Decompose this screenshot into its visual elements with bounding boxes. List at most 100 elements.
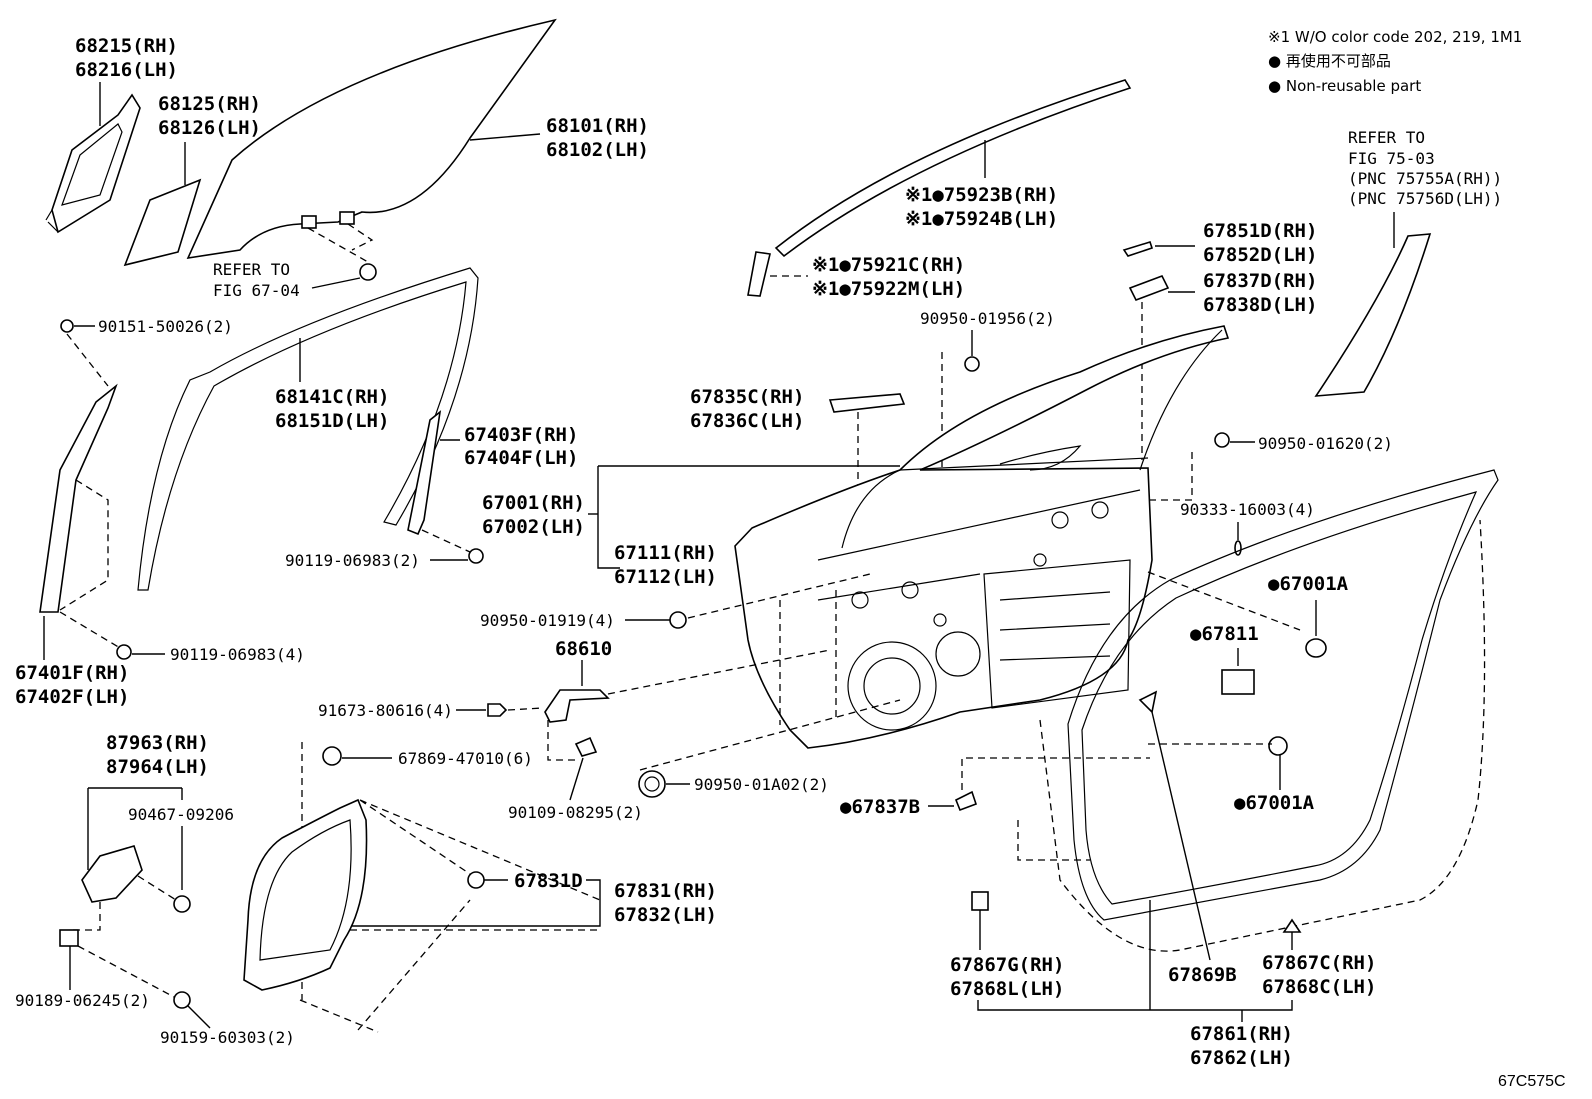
clip-icon [59, 929, 79, 947]
label-67001: 67001(RH) [482, 492, 585, 514]
label-67811: ●67811 [1190, 623, 1259, 645]
label-67401: 67401F(RH) [15, 662, 129, 684]
label-75924: ※1●75924B(LH) [905, 208, 1058, 230]
stopper-icon [1128, 274, 1170, 302]
screw-icon [173, 991, 191, 1009]
clip-icon [173, 895, 191, 913]
refer-pnc-rh: (PNC 75755A(RH)) [1348, 169, 1502, 188]
glass-clips [301, 211, 355, 229]
label-67837b: ●67837B [840, 796, 920, 818]
label-90950-01956: 90950-01956(2) [920, 309, 1055, 328]
label-68216: 68216(LH) [75, 59, 178, 81]
bolt-icon [574, 736, 598, 757]
label-67861: 67861(RH) [1190, 1023, 1293, 1045]
clip-icon [1122, 241, 1154, 257]
control-module [81, 845, 143, 903]
label-67868l: 67868L(LH) [950, 978, 1064, 1000]
bolt-icon [468, 548, 484, 564]
label-68610: 68610 [555, 638, 612, 660]
label-67867g: 67867G(RH) [950, 954, 1064, 976]
label-75922: ※1●75922M(LH) [812, 278, 965, 300]
label-90159: 90159-60303(2) [160, 1028, 295, 1047]
front-division-bar [39, 383, 118, 613]
refer-to-label: REFER TO [213, 260, 290, 279]
label-68215: 68215(RH) [75, 35, 178, 57]
label-90151: 90151-50026(2) [98, 317, 233, 336]
note-color-code: ※1 W/O color code 202, 219, 1M1 [1268, 28, 1522, 46]
clip-icon [467, 871, 485, 889]
clip-icon [971, 891, 989, 911]
label-67835: 67835C(RH) [690, 386, 804, 408]
label-90467: 90467-09206 [128, 805, 234, 824]
label-67001a-1: ●67001A [1268, 573, 1349, 595]
seal-patch-icon [1221, 669, 1255, 695]
door-check-icon [544, 689, 610, 723]
label-67001a-2: ●67001A [1234, 792, 1315, 814]
label-68126: 68126(LH) [158, 117, 261, 139]
clip-icon [1234, 540, 1242, 556]
stopper-icon [954, 790, 978, 812]
glass-run-channel [137, 267, 479, 591]
label-91673: 91673-80616(4) [318, 701, 453, 720]
label-67404: 67404F(LH) [464, 447, 578, 469]
belt-moulding-end [747, 251, 771, 297]
label-90950-01919: 90950-01919(4) [480, 611, 615, 630]
label-67869-47010: 67869-47010(6) [398, 749, 533, 768]
belt-moulding-upper [774, 79, 1132, 258]
hole-plug-icon [1305, 638, 1327, 658]
label-67852: 67852D(LH) [1203, 244, 1317, 266]
screw-icon [60, 319, 74, 333]
bolt-icon [116, 644, 132, 660]
label-75923: ※1●75923B(RH) [905, 184, 1058, 206]
figure-code: 67C575C [1498, 1073, 1566, 1090]
quarter-window-assembly [45, 93, 141, 234]
note-non-reusable-en: ● Non-reusable part [1268, 77, 1421, 95]
label-90109: 90109-08295(2) [508, 803, 643, 822]
grommet-icon [964, 356, 980, 372]
hole-plug-icon [669, 611, 687, 629]
label-67851: 67851D(RH) [1203, 220, 1317, 242]
label-68101: 68101(RH) [546, 115, 649, 137]
label-90950-01A02: 90950-01A02(2) [694, 775, 829, 794]
service-hole-cover [243, 798, 368, 991]
label-87964: 87964(LH) [106, 756, 209, 778]
bolt-icon [359, 263, 377, 281]
label-68141: 68141C(RH) [275, 386, 389, 408]
hole-plug-icon [1268, 736, 1288, 756]
label-67867c: 67867C(RH) [1262, 952, 1376, 974]
label-67868c: 67868C(LH) [1262, 976, 1376, 998]
label-67862: 67862(LH) [1190, 1047, 1293, 1069]
label-90189: 90189-06245(2) [15, 991, 150, 1010]
refer-fig-75-03: FIG 75-03 [1348, 149, 1435, 168]
grommet-icon [638, 770, 666, 798]
rear-division-bar [407, 410, 442, 536]
clip-icon [322, 746, 342, 766]
label-67831d: 67831D [514, 870, 583, 892]
label-67112: 67112(LH) [614, 566, 717, 588]
label-67002: 67002(LH) [482, 516, 585, 538]
quarter-glass [123, 178, 202, 267]
pillar-garnish [1314, 233, 1432, 397]
note-non-reusable-jp: ● 再使用不可部品 [1268, 52, 1391, 70]
label-90119-b: 90119-06983(4) [170, 645, 305, 664]
refer-fig-67-04: FIG 67-04 [213, 281, 300, 300]
door-weatherstrip [1067, 469, 1499, 921]
grommet-icon [1214, 432, 1230, 448]
label-75921: ※1●75921C(RH) [812, 254, 965, 276]
label-90119-a: 90119-06983(2) [285, 551, 420, 570]
clip-icon [1138, 690, 1158, 714]
refer-to-label-2: REFER TO [1348, 128, 1425, 147]
label-67838: 67838D(LH) [1203, 294, 1317, 316]
label-67111: 67111(RH) [614, 542, 717, 564]
door-glass [186, 18, 557, 260]
label-68151: 68151D(LH) [275, 410, 389, 432]
clip-icon [1282, 918, 1302, 933]
label-67837d: 67837D(RH) [1203, 270, 1317, 292]
refer-pnc-lh: (PNC 75756D(LH)) [1348, 189, 1502, 208]
front-door-panel [734, 325, 1230, 749]
label-87963: 87963(RH) [106, 732, 209, 754]
label-67869b: 67869B [1168, 964, 1237, 986]
label-90333: 90333-16003(4) [1180, 500, 1315, 519]
belt-weatherstrip-icon [828, 393, 906, 413]
